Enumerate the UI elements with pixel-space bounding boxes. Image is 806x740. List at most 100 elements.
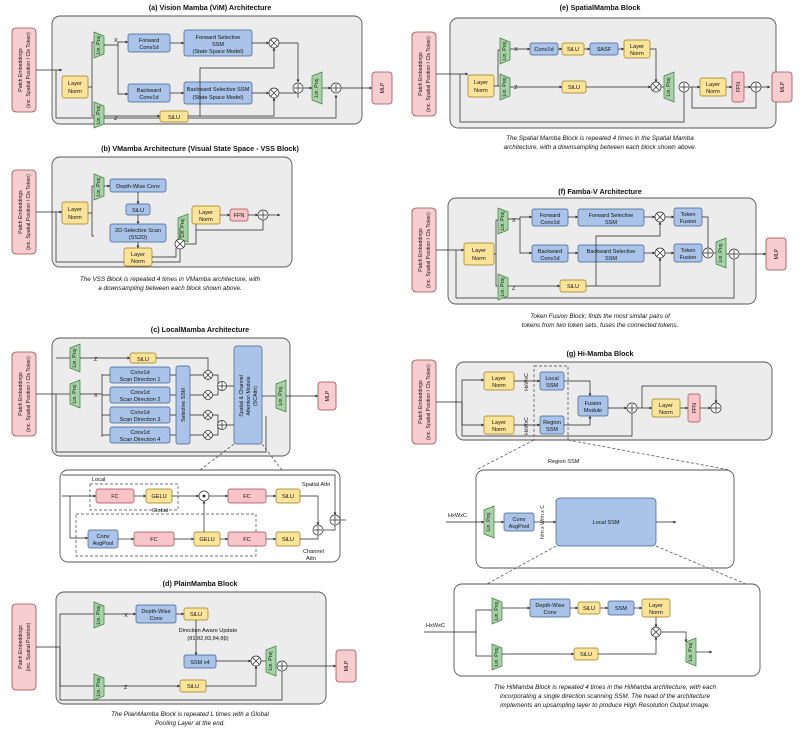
vim-x: X [114,38,118,44]
vmamba-title: (b) VMamba Architecture (Visual State Sp… [101,144,299,153]
vmamba-patch-embeddings [11,169,37,255]
fambav-lin-proj-z [497,273,509,301]
scattn-local-group [89,483,179,511]
svg-text:Norm: Norm [630,51,644,57]
plainmamba-dau: Direction Aware Update [179,628,238,634]
himamba-ssm-group [533,365,569,441]
panel-plainmamba: (d) PlainMamba Block Patch Embeddings (i… [11,579,357,727]
svg-text:MLP: MLP [344,660,350,671]
himamba-caption-3: implements an upsampling layer to produc… [500,702,710,709]
fambav-caption-2: tokens from two token sets, fuses the co… [522,322,679,329]
vim-silu [159,110,189,123]
svg-text:Norm: Norm [659,410,673,416]
svg-text:FC: FC [243,494,250,500]
svg-text:(SCAttn): (SCAttn) [253,386,259,406]
svg-text:2D-Selective Scan: 2D-Selective Scan [115,228,161,234]
svg-text:MLP: MLP [774,248,780,259]
vim-mlp [371,71,393,105]
svg-text:Layer: Layer [706,82,720,88]
plainmamba-caption-1: The PlainMamba Block is repeated L times… [111,711,269,718]
svg-text:Lin. Proj: Lin. Proj [96,605,102,624]
svg-text:Layer: Layer [131,252,145,258]
plainmamba-lin-proj-x [93,601,105,629]
svg-text:Forward: Forward [139,38,160,44]
plainmamba-title: (d) PlainMamba Block [163,579,238,588]
svg-text:FC: FC [111,494,118,500]
svg-text:Lin. Proj: Lin. Proj [500,211,506,230]
panel-himamba: (g) Hi-Mamba Block Patch Embeddings (inc… [411,349,773,709]
svg-text:X: X [512,218,516,224]
himamba-caption-2: incorporating a single direction scannin… [500,693,711,700]
svg-text:Conv1d: Conv1d [130,410,149,416]
fambav-lin-proj-out [715,237,727,269]
svg-text:Lin. Proj: Lin. Proj [72,348,78,367]
svg-text:MLP: MLP [325,390,331,401]
fambav-caption-1: Token Fusion Block; finds the most simil… [530,313,671,320]
svg-text:Norm: Norm [492,427,506,433]
region-ssm-label: Region SSM [548,459,580,465]
svg-text:Backward: Backward [538,249,563,255]
fambav-mlp [765,237,787,271]
svg-text:Lin. Proj: Lin. Proj [180,218,186,237]
svg-text:SSM x4: SSM x4 [190,660,210,666]
svg-text:Layer: Layer [492,420,506,426]
svg-text:Z: Z [124,685,128,691]
svg-text:FFN: FFN [234,213,245,219]
svg-text:SiLU: SiLU [568,85,580,91]
svg-text:Layer: Layer [659,403,673,409]
svg-text:Lin. Proj: Lin. Proj [494,601,500,620]
svg-text:Fusion: Fusion [585,401,602,407]
svg-text:Lin. Proj: Lin. Proj [96,105,102,124]
svg-text:Norm: Norm [474,88,488,94]
svg-text:FC: FC [150,537,157,543]
spatialmamba-lin-proj-out [663,71,675,103]
localmamba-patch-embeddings [11,351,37,437]
plainmamba-container [55,591,327,705]
fambav-forward-conv1d [531,208,569,227]
himamba-fusion-module [577,395,609,417]
spatialmamba-mlp [771,71,793,103]
svg-text:(inc. Spatial Position): (inc. Spatial Position) [26,622,32,671]
vmamba-lin-proj-in [93,173,105,201]
svg-text:Z: Z [512,286,516,292]
svg-text:AvgPool: AvgPool [93,541,114,547]
svg-text:Forward: Forward [540,213,561,219]
svg-text:Scan Direction 4: Scan Direction 4 [119,437,160,443]
svg-text:Conv: Conv [96,534,109,540]
svg-text:(State Space Model): (State Space Model) [193,49,244,55]
svg-text:Spatial & Channel: Spatial & Channel [239,375,245,417]
vim-lin-proj-out [311,71,323,105]
himamba-patch-embeddings [411,359,437,445]
svg-text:Z: Z [94,357,98,363]
svg-text:SSM: SSM [605,220,617,226]
svg-text:FC: FC [243,537,250,543]
svg-text:Patch Embeddings: Patch Embeddings [18,372,24,416]
svg-text:SiLU: SiLU [168,115,180,121]
svg-text:FFN: FFN [692,403,698,413]
svg-text:SSM: SSM [605,256,617,262]
svg-text:Lin. Proj: Lin. Proj [666,77,672,96]
svg-text:Norm: Norm [199,217,213,223]
svg-text:Backward Selective SSM: Backward Selective SSM [187,87,250,93]
fambav-patch-embeddings [411,207,437,293]
svg-text:(inc. Spatial Position / Cls T: (inc. Spatial Position / Cls Token) [26,174,32,250]
spatialmamba-lin-proj-z [499,73,511,101]
svg-text:Backward: Backward [137,88,162,94]
svg-text:Attention Module: Attention Module [246,376,252,415]
svg-text:X: X [514,47,518,53]
svg-text:Norm: Norm [68,215,82,221]
svg-text:Scan Direction 3: Scan Direction 3 [119,417,160,423]
svg-text:Conv1d: Conv1d [139,45,158,51]
svg-text:Conv1d: Conv1d [139,95,158,101]
spatialmamba-caption-2: architecture, with a downsampling betwee… [504,144,697,151]
svg-text:Depth-Wise: Depth-Wise [535,603,564,609]
svg-text:SSM: SSM [615,606,627,612]
svg-text:Lin. Proj: Lin. Proj [502,41,508,60]
panel-vim: (a) Vision Mamba (ViM) Architecture Patc… [11,3,393,129]
svg-text:Lin. Proj: Lin. Proj [96,177,102,196]
svg-text:Lin. Proj: Lin. Proj [486,512,492,531]
localmamba-lin-proj-out [275,379,287,413]
svg-text:Lin. Proj: Lin. Proj [500,277,506,296]
svg-text:Norm: Norm [131,259,145,265]
svg-text:(inc. Spatial Position / Cls T: (inc. Spatial Position / Cls Token) [426,36,432,112]
